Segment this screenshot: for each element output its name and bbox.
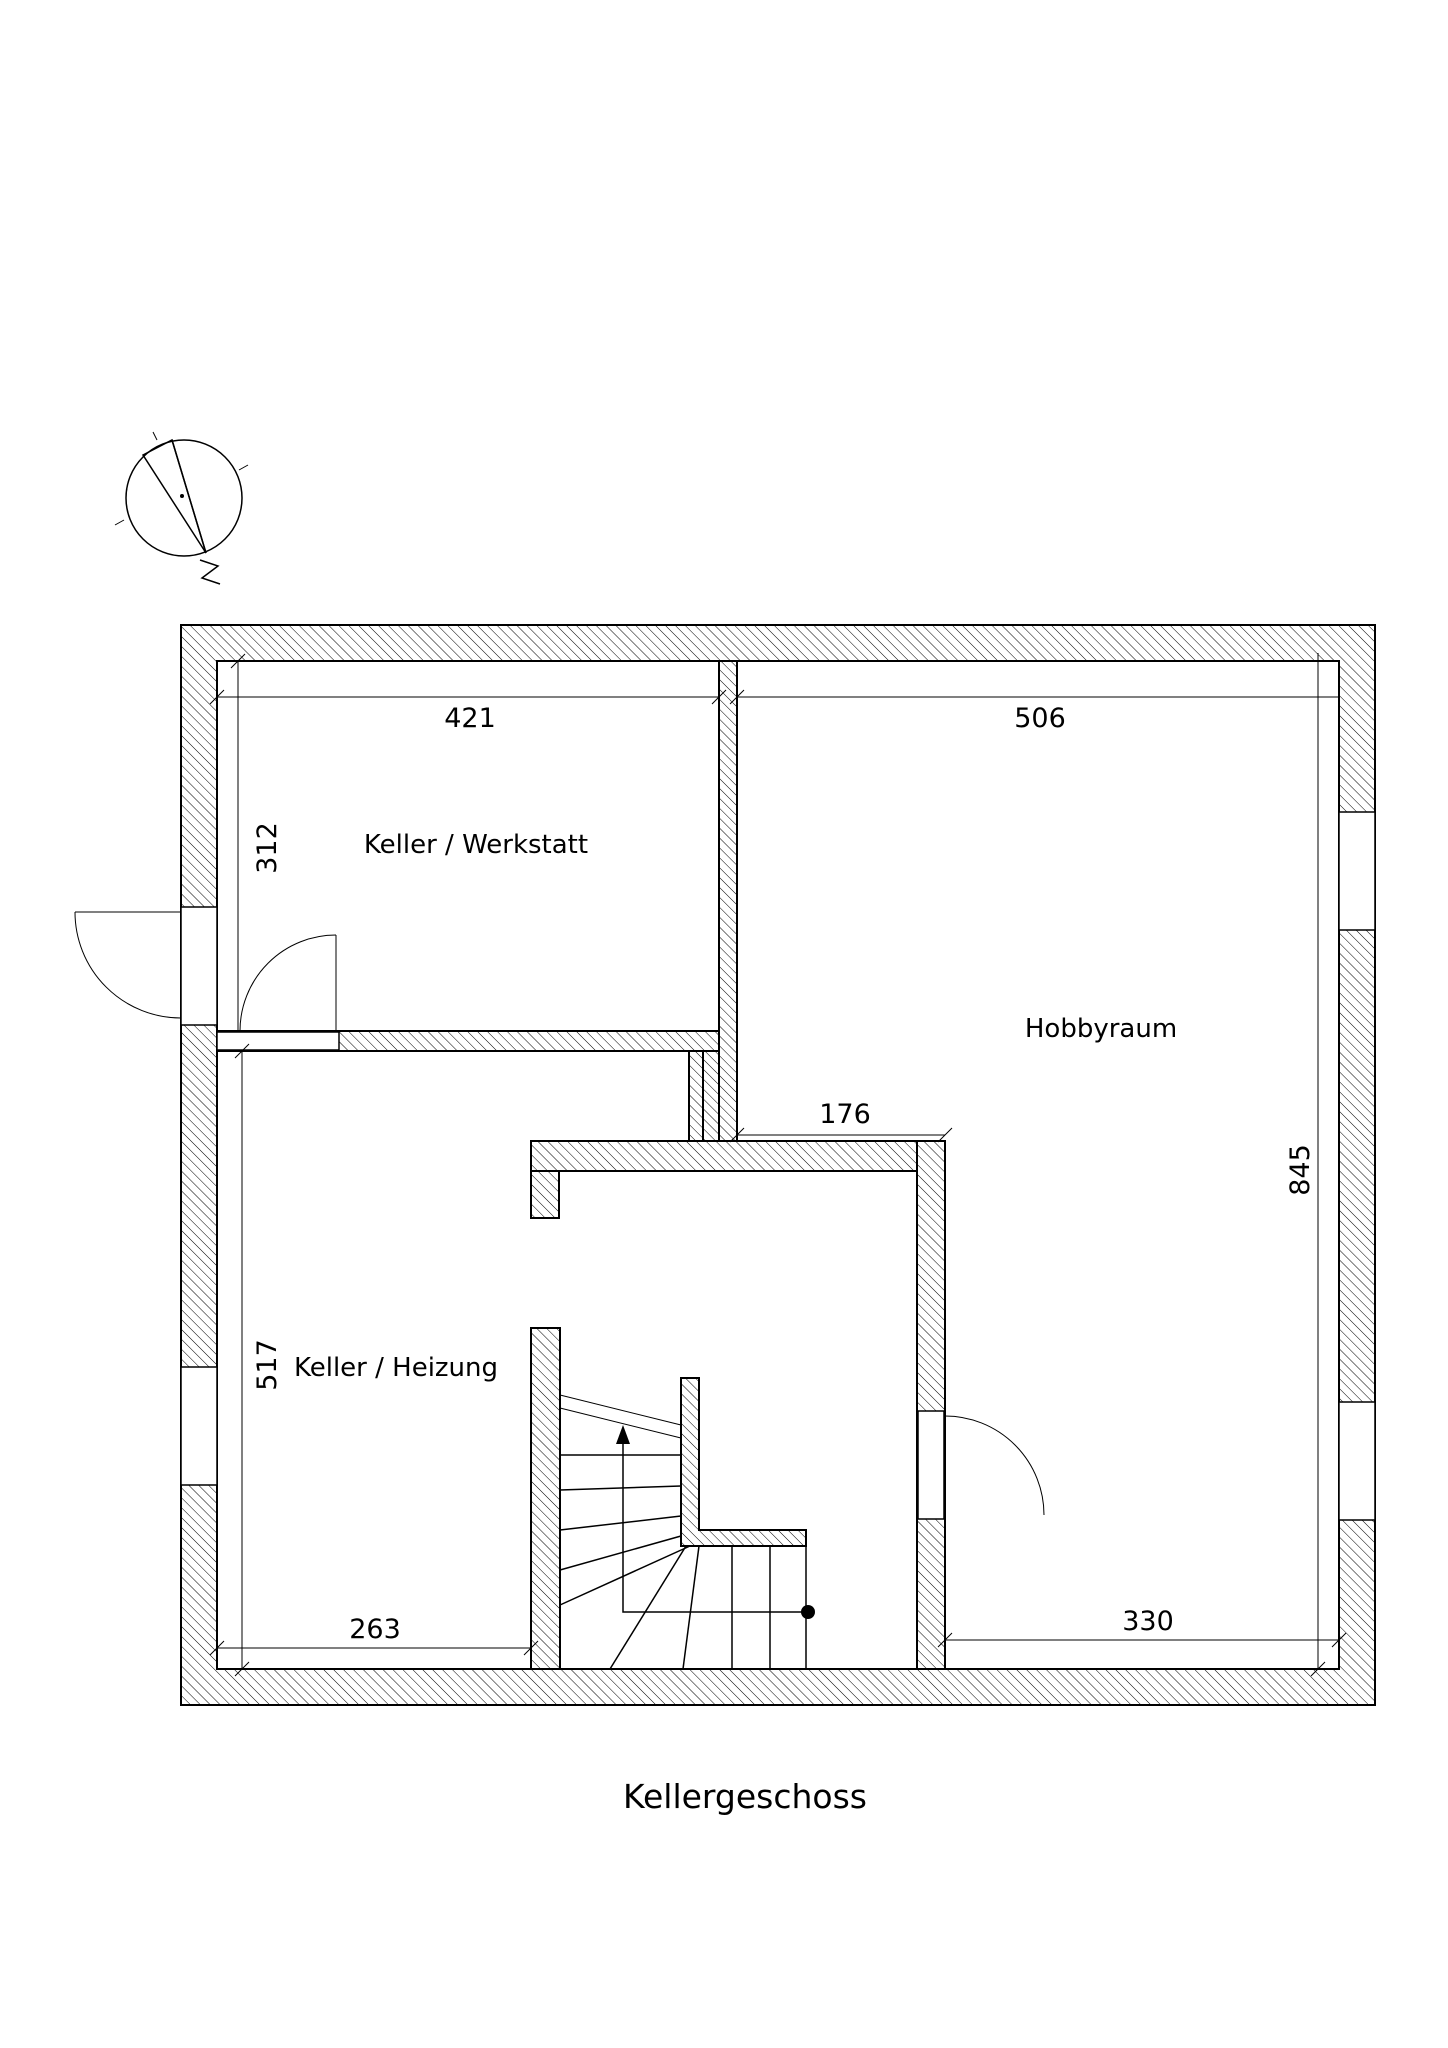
dim-hobby-height: 845 bbox=[1285, 1144, 1316, 1196]
door-swings bbox=[74, 911, 1045, 1516]
window-right-upper bbox=[1338, 811, 1376, 931]
dim-heizung-width: 263 bbox=[349, 1614, 401, 1645]
dim-werkstatt-height: 312 bbox=[252, 822, 283, 874]
dim-hobby-width: 506 bbox=[1014, 703, 1066, 734]
room-label-hobbyraum: Hobbyraum bbox=[1025, 1014, 1177, 1044]
dimension-lines bbox=[209, 653, 1347, 1677]
staircase bbox=[559, 1394, 815, 1670]
window-left bbox=[180, 1366, 218, 1486]
room-label-werkstatt: Keller / Werkstatt bbox=[364, 830, 588, 860]
plan-title: Kellergeschoss bbox=[623, 1777, 867, 1816]
dim-corridor-width: 176 bbox=[819, 1099, 871, 1130]
dim-hobby-bottom-width: 330 bbox=[1122, 1606, 1174, 1637]
room-label-heizung: Keller / Heizung bbox=[294, 1353, 498, 1383]
north-arrow-icon bbox=[114, 431, 249, 585]
window-right-lower bbox=[1338, 1401, 1376, 1521]
entrance-door-opening bbox=[180, 906, 218, 1026]
dim-heizung-height: 517 bbox=[252, 1339, 283, 1391]
dim-werkstatt-width: 421 bbox=[444, 703, 496, 734]
walls bbox=[180, 624, 1376, 1706]
